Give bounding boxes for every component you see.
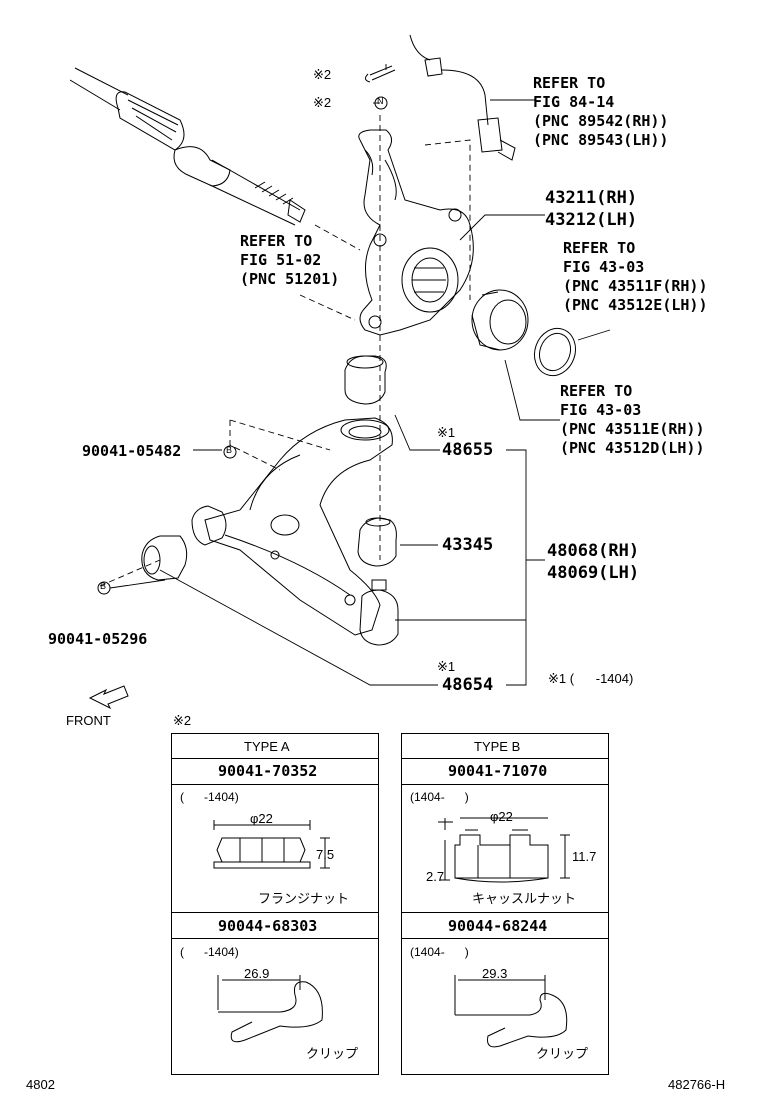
speed-sensor [409, 34, 516, 161]
type-b-nut-h1: 2.7 [426, 869, 445, 884]
part-knuckle-lh: 43212(LH) [545, 210, 638, 230]
type-a-clip-range: ( -1404) [180, 945, 239, 959]
mark2-label: ※2 [313, 67, 332, 82]
ref-sensor-1: REFER TO [533, 74, 606, 92]
ref-bearing-1: REFER TO [563, 239, 636, 257]
front-label: FRONT [66, 713, 111, 728]
mark1-label: ※1 [437, 425, 456, 440]
drive-shaft [69, 67, 306, 226]
b-circle-text: B [100, 581, 107, 591]
part-arm-lh: 48069(LH) [547, 563, 640, 583]
n-circle-text: N [377, 96, 384, 106]
type-a-nut-range: ( -1404) [180, 790, 239, 804]
part-knuckle-rh: 43211(RH) [545, 188, 638, 208]
type-b-nut-h2: 11.7 [572, 849, 597, 864]
ref-bearing-3: (PNC 43511F(RH)) [563, 277, 708, 295]
clip-b-drawing [454, 975, 568, 1048]
castle-nut-drawing [438, 817, 570, 883]
cotter-pin-icon [364, 65, 396, 83]
ref-bearing-2: FIG 43-03 [563, 258, 645, 276]
mark1-label: ※1 [437, 659, 456, 674]
type-a-nut-name: フランジナット [258, 891, 350, 906]
type-a-clip-w: 26.9 [244, 966, 270, 981]
ref-snapring-3: (PNC 43511E(RH)) [560, 420, 705, 438]
type-b-clip-w: 29.3 [482, 966, 508, 981]
front-bushing [344, 355, 387, 405]
steering-knuckle [358, 129, 474, 336]
b-circle-icon [223, 445, 237, 459]
front-arrow-icon [88, 685, 129, 710]
flange-nut-drawing [213, 820, 330, 869]
part-bolt-b2: 90041-05296 [48, 630, 148, 648]
type-b-nut-range: (1404- ) [410, 790, 469, 804]
type-b-nut-pn: 90041-71070 [448, 762, 548, 780]
snap-ring [533, 327, 577, 377]
type-b-clip-range: (1404- ) [410, 945, 469, 959]
clip-a-drawing [217, 975, 323, 1043]
type-b-table: TYPE B 90041-71070 (1404- ) φ22 2.7 11.7… [401, 733, 609, 1075]
type-b-clip-pn: 90044-68244 [448, 917, 548, 935]
lower-control-arm [204, 417, 393, 636]
part-bolt-b1: 90041-05482 [82, 442, 182, 460]
footer-right: 482766-H [668, 1077, 726, 1092]
n-circle-icon [374, 96, 388, 110]
type-b-clip-name: クリップ [536, 1046, 589, 1061]
ref-sensor-4: (PNC 89543(LH)) [533, 131, 669, 149]
ref-snapring-1: REFER TO [560, 382, 633, 400]
b-circle-icon [97, 581, 111, 595]
type-b-nut-name: キャッスルナット [472, 891, 577, 906]
mark2-label: ※2 [313, 95, 332, 110]
type-a-clip-name: クリップ [306, 1046, 359, 1061]
ref-sensor-3: (PNC 89542(RH)) [533, 112, 669, 130]
part-bush-rear: 48654 [442, 675, 494, 695]
ref-snapring-2: FIG 43-03 [560, 401, 642, 419]
note-mark1: ※1 ( -1404) [548, 671, 634, 686]
type-b-nut-dia: φ22 [490, 809, 513, 824]
ref-snapring-4: (PNC 43512D(LH)) [560, 439, 705, 457]
part-ball-joint: 43345 [442, 535, 494, 555]
part-arm-rh: 48068(RH) [547, 541, 640, 561]
b-circle-text: B [226, 445, 233, 455]
ref-sensor-2: FIG 84-14 [533, 93, 615, 111]
hub-bearing [471, 289, 529, 351]
footer-left: 4802 [26, 1077, 55, 1092]
ref-axle-1: REFER TO [240, 232, 313, 250]
type-a-clip-pn: 90044-68303 [218, 917, 318, 935]
leader-lines [109, 64, 611, 686]
type-a-table: TYPE A 90041-70352 ( -1404) φ22 7.5 フランジ… [171, 733, 379, 1075]
type-a-title: TYPE A [244, 739, 290, 754]
dashed-guides [99, 115, 471, 587]
type-a-nut-h: 7.5 [316, 847, 335, 862]
ref-axle-3: (PNC 51201) [240, 270, 340, 288]
type-a-nut-dia: φ22 [250, 811, 273, 826]
type-a-nut-pn: 90041-70352 [218, 762, 318, 780]
ref-axle-2: FIG 51-02 [240, 251, 322, 269]
table-mark2: ※2 [173, 713, 192, 728]
ball-joint [357, 517, 399, 646]
rear-bushing [141, 505, 227, 581]
type-b-title: TYPE B [474, 739, 521, 754]
part-bush-front: 48655 [442, 440, 494, 460]
ref-bearing-4: (PNC 43512E(LH)) [563, 296, 708, 314]
